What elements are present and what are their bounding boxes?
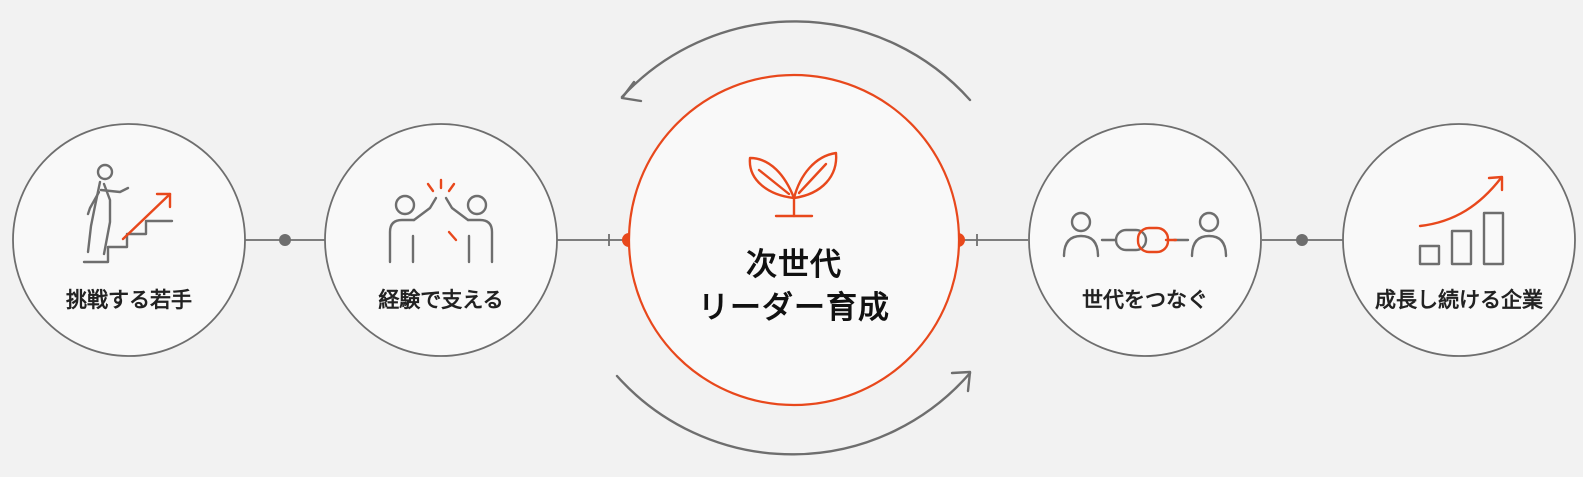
climbing-stairs-icon	[82, 163, 174, 264]
node-connect: 世代をつなぐ	[1028, 123, 1262, 357]
center-label-line1: 次世代	[746, 247, 842, 283]
node-challenge: 挑戦する若手	[12, 123, 246, 357]
connector-4	[1262, 234, 1343, 246]
connector-3	[951, 233, 1028, 247]
node-challenge-label: 挑戦する若手	[66, 288, 192, 312]
center-label-line2: リーダー育成	[698, 290, 890, 326]
connector-2	[557, 233, 636, 247]
connector-1	[244, 234, 325, 246]
high-five-icon	[388, 178, 494, 264]
node-experience-label: 経験で支える	[378, 288, 503, 312]
node-center: 次世代 リーダー育成	[627, 73, 961, 407]
sprout-icon	[748, 151, 838, 218]
people-chain-link-icon	[1062, 211, 1228, 258]
growth-bar-chart-icon	[1418, 175, 1505, 266]
top-arc-arrow-icon	[620, 20, 972, 103]
node-growth: 成長し続ける企業	[1342, 123, 1576, 357]
node-experience: 経験で支える	[324, 123, 558, 357]
bottom-arc-arrow-icon	[615, 370, 972, 456]
node-connect-label: 世代をつなぐ	[1082, 288, 1208, 312]
node-growth-label: 成長し続ける企業	[1375, 288, 1544, 312]
